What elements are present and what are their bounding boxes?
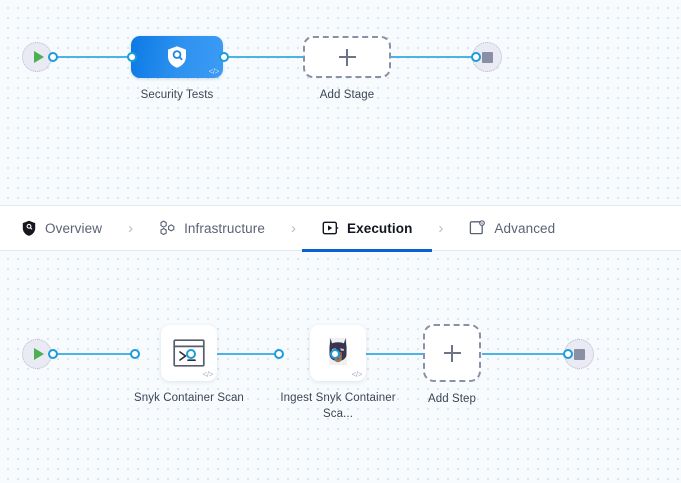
play-icon [33,51,44,63]
port-steps-start-out[interactable] [48,349,58,359]
port-security-out[interactable] [219,52,229,62]
tab-overview[interactable]: Overview [16,205,106,251]
infrastructure-icon [159,220,176,237]
tab-label-overview: Overview [45,220,103,236]
stage-caption-security-tests: Security Tests [140,89,214,101]
step-caption-snyk-container-scan: Snyk Container Scan [134,392,244,404]
plus-icon [338,48,356,66]
tab-execution[interactable]: Execution [301,205,433,252]
connector-start-to-scan [48,353,136,355]
port-ingest-out[interactable] [330,349,340,359]
tab-separator-2: › [291,219,296,237]
add-step-caption: Add Step [427,393,477,405]
tab-label-infrastructure: Infrastructure [184,220,265,236]
code-badge-icon: </> [208,67,220,76]
step-slot-ingest-snyk: </> Ingest Snyk Container Sca... [278,325,398,422]
plus-icon [443,344,461,362]
connector-addstage-to-end [388,56,480,58]
add-stage-button[interactable] [303,36,391,78]
connector-scan-to-ingest [190,353,280,355]
port-steps-end-in[interactable] [563,349,573,359]
port-security-in[interactable] [127,52,137,62]
steps-canvas[interactable]: </> Snyk Container Scan [0,251,681,483]
tab-advanced[interactable]: Advanced [465,205,559,251]
settings-square-icon [469,220,486,237]
connector-security-to-addstage [224,56,306,58]
connector-start-to-security [48,56,134,58]
port-end-in[interactable] [471,52,481,62]
stage-slot-add-stage: Add Stage [303,36,391,103]
stage-node-security-tests[interactable]: </> [131,36,223,78]
pipeline-tabbar: Overview › Infrastructure › [0,205,681,252]
step-slot-snyk-container-scan: </> Snyk Container Scan [134,325,244,406]
port-ingest-in[interactable] [274,349,284,359]
pipeline-start-node[interactable] [22,42,52,72]
step-slot-add-step: Add Step [423,324,481,407]
port-start-out[interactable] [48,52,58,62]
tab-label-advanced: Advanced [494,220,556,236]
play-icon [33,348,44,360]
stages-canvas[interactable]: </> Security Tests Add Stage [0,0,681,205]
add-stage-caption: Add Stage [319,89,375,101]
stop-icon [481,51,493,63]
stage-slot-security-tests: </> Security Tests [131,36,223,103]
tab-label-execution: Execution [347,220,413,236]
step-caption-ingest-snyk: Ingest Snyk Container Sca... [280,392,396,420]
code-badge-icon: </> [351,370,363,379]
port-scan-out[interactable] [186,349,196,359]
tab-separator-3: › [438,219,444,237]
stop-icon [573,348,585,360]
tab-infrastructure[interactable]: Infrastructure [155,205,269,251]
add-step-button[interactable] [423,324,481,382]
shield-search-icon [168,46,186,68]
connector-addstep-to-end [482,353,572,355]
connector-ingest-to-addstep [334,353,424,355]
shield-icon [20,220,37,237]
tab-separator-1: › [128,219,134,237]
play-square-icon [322,220,339,237]
port-scan-in[interactable] [130,349,140,359]
code-badge-icon: </> [202,370,214,379]
